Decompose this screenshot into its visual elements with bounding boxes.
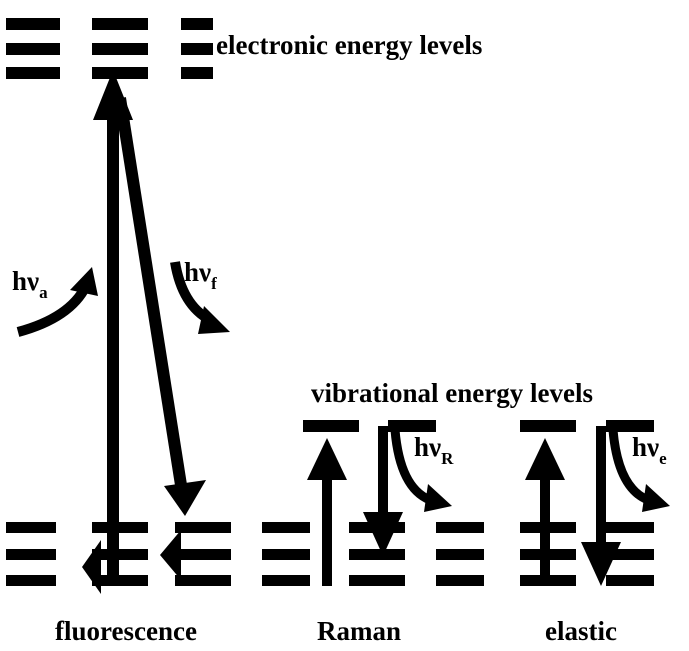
lower-level-stack-2 — [92, 522, 148, 586]
raman-label: Raman — [317, 616, 401, 646]
fluorescence-lower-levels — [6, 522, 231, 594]
electronic-levels — [6, 18, 213, 79]
upper-level-stack-middle — [92, 18, 148, 79]
raman-levels — [262, 420, 484, 586]
elastic-virtual-level-right — [606, 420, 654, 432]
vibrational-levels-label: vibrational energy levels — [311, 378, 593, 408]
fluorescence-photon-curve-arrow — [170, 261, 230, 334]
lower-level-stack-3 — [175, 522, 231, 586]
upper-level-stack-right — [181, 18, 213, 79]
fluorescence-label: fluorescence — [55, 616, 197, 646]
raman-excitation-arrow — [307, 438, 347, 586]
raman-virtual-level-right — [388, 420, 436, 432]
upper-level-stack-left — [6, 18, 60, 79]
elastic-excitation-arrow — [525, 438, 565, 586]
lower-level-stack-1 — [6, 522, 56, 586]
absorbed-photon-label: hνa — [12, 266, 48, 302]
elastic-photon-label: hνe — [632, 432, 667, 468]
raman-emission-arrow — [363, 426, 403, 556]
raman-photon-curve-arrow — [390, 429, 452, 512]
relaxation-arrowhead-2 — [160, 530, 181, 580]
raman-photon-label: hνR — [414, 432, 454, 468]
electronic-levels-label: electronic energy levels — [216, 30, 482, 60]
fluorescence-photon-label: hνf — [184, 257, 217, 293]
raman-virtual-level-left — [303, 420, 359, 432]
elastic-emission-arrow — [581, 426, 621, 586]
relaxation-arrowhead-1 — [82, 540, 101, 594]
emission-arrow — [114, 97, 206, 516]
absorbed-photon-curve-arrow — [16, 267, 98, 337]
elastic-photon-curve-arrow — [608, 429, 670, 512]
elastic-label: elastic — [545, 616, 617, 646]
elastic-virtual-level-left — [520, 420, 576, 432]
